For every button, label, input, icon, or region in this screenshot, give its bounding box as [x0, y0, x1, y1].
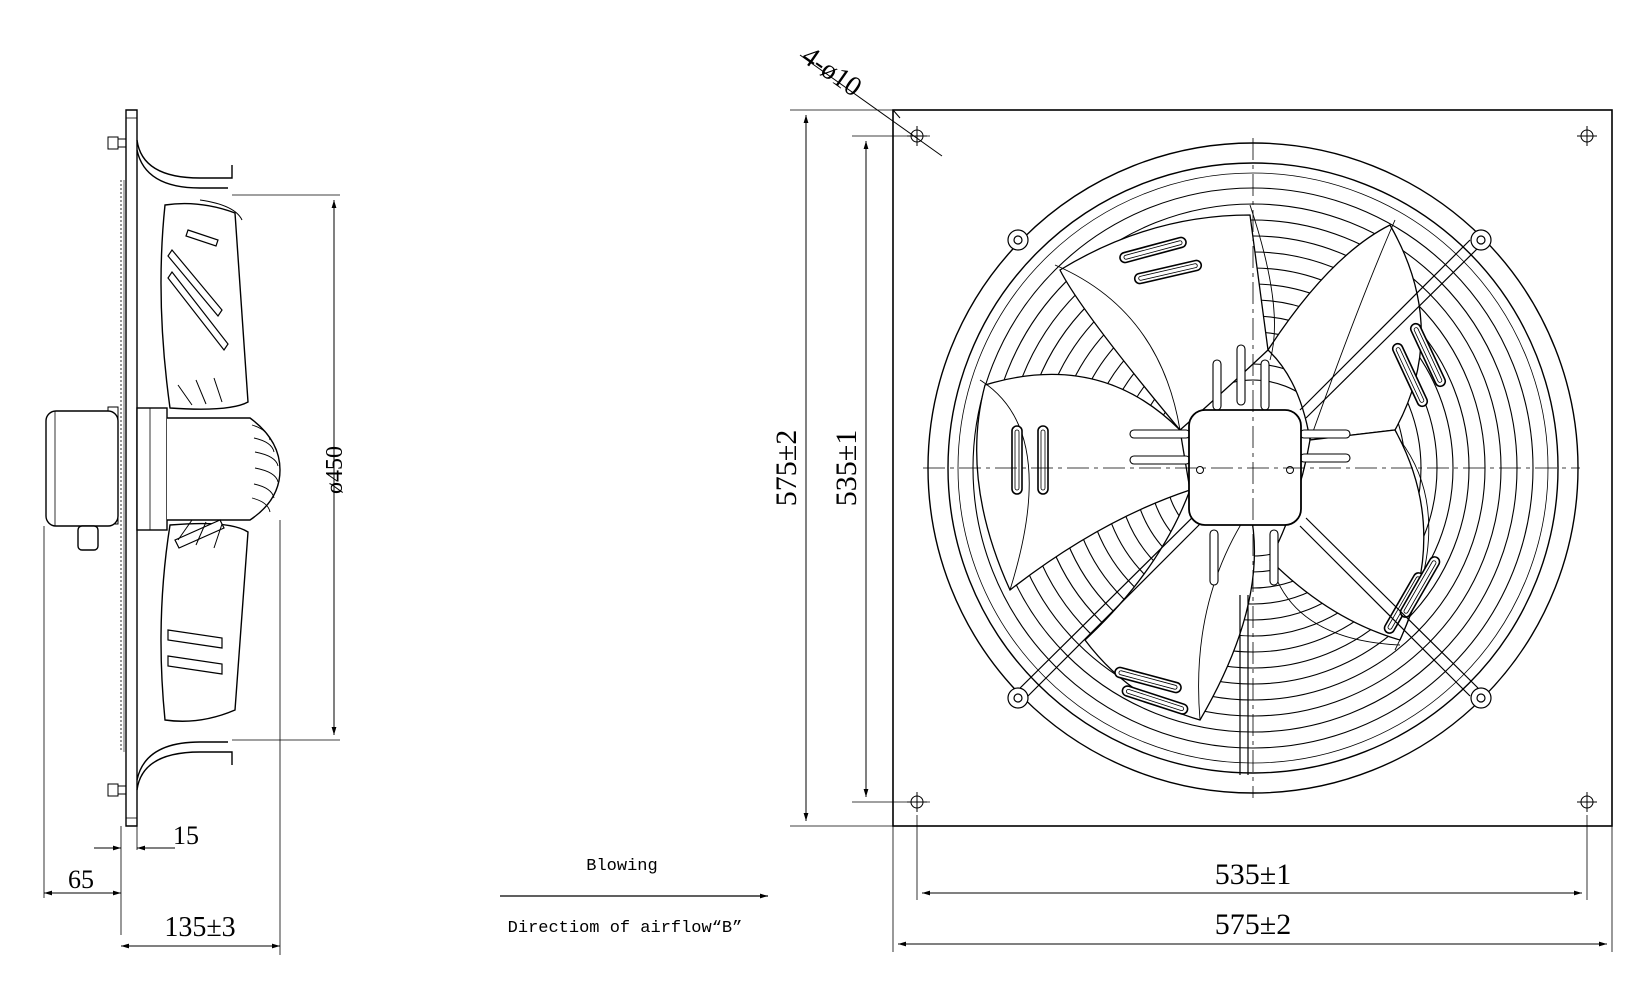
- side-dimensions: [43, 194, 340, 955]
- dim-v-outer-label: 575±2: [770, 430, 803, 506]
- dim-h-outer-label: 575±2: [1215, 908, 1291, 941]
- side-motor-housing: [45, 410, 119, 527]
- front-view: [892, 109, 1613, 827]
- hub-fins: [1129, 344, 1351, 586]
- airflow-direction-label: Directiom of airflow“B”: [508, 919, 743, 938]
- side-venturi-top: [136, 139, 233, 179]
- front-dimensions: [790, 54, 1613, 952]
- airflow-note: Blowing Directiom of airflow“B”: [500, 857, 768, 938]
- front-motor-hub: [1188, 409, 1302, 526]
- dim-h-inner-label: 535±1: [1215, 858, 1291, 891]
- dim-flange-label: 15: [173, 821, 199, 850]
- dim-holes-leader: [799, 54, 943, 157]
- side-blade-upper: [160, 202, 249, 410]
- side-blade-lower: [160, 522, 249, 722]
- dim-v-inner-label: 535±1: [830, 430, 863, 506]
- guard-mount-boss: [1007, 229, 1492, 709]
- side-hub: [136, 407, 168, 531]
- dim-holes-label: 4-ø10: [796, 40, 867, 103]
- front-mounting-plate: [892, 109, 1613, 827]
- guard-spokes: [1011, 239, 1479, 775]
- side-venturi-bottom: [136, 751, 233, 791]
- side-flange-plate: [125, 109, 138, 827]
- dim-depth-label: 135±3: [164, 912, 235, 943]
- airflow-blowing-label: Blowing: [586, 857, 657, 876]
- side-view: [45, 109, 281, 827]
- dim-diameter-label: ø450: [322, 446, 348, 494]
- dim-motor-label: 65: [68, 865, 94, 894]
